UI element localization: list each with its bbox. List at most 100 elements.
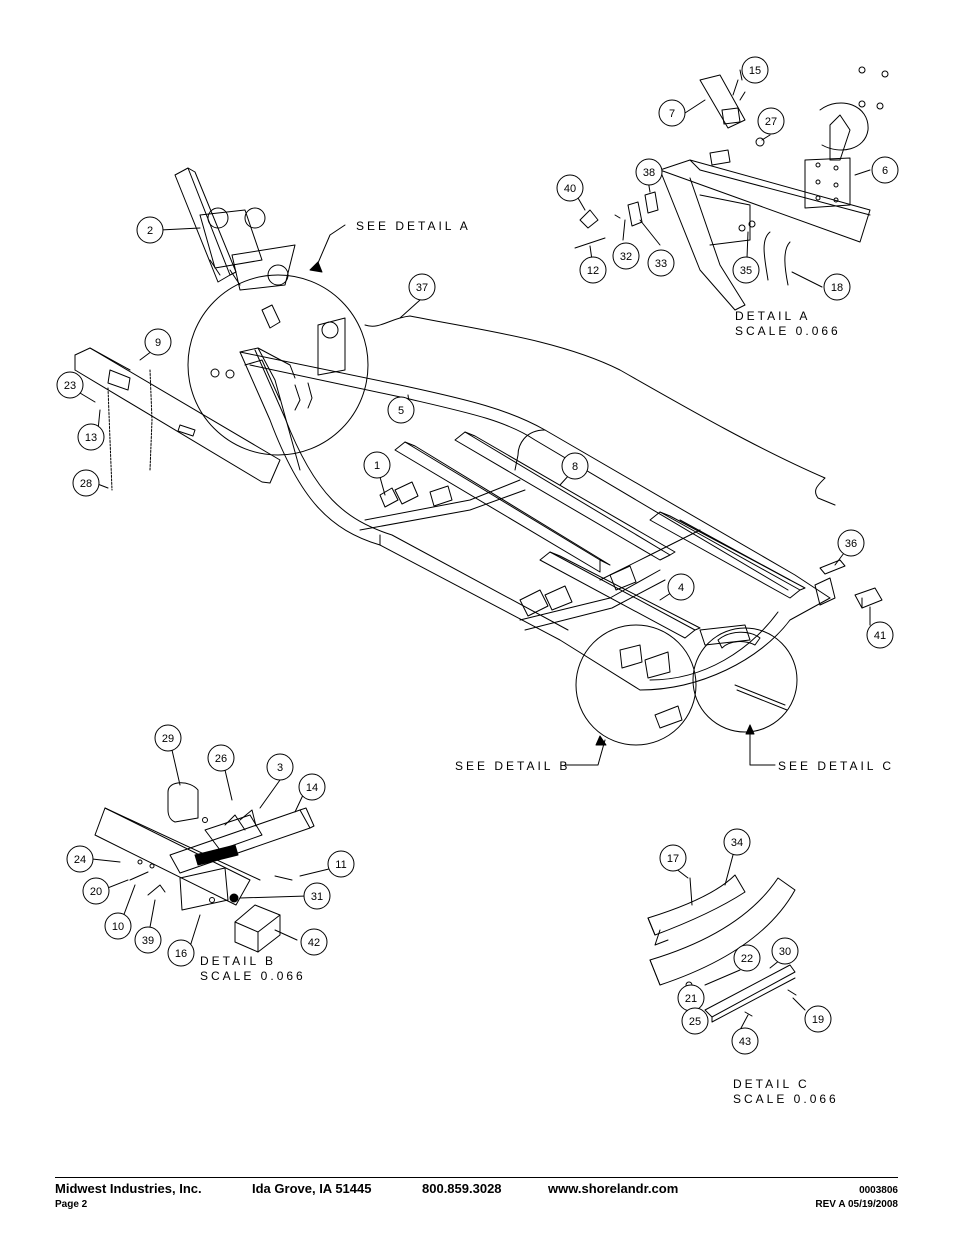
callout-number: 23 [64, 380, 76, 392]
detail-a-mini-parts [210, 304, 346, 411]
callout-35: 35 [732, 256, 760, 284]
callout-20: 20 [82, 877, 110, 905]
callout-number: 1 [374, 460, 380, 472]
callout-circle [731, 1027, 759, 1055]
callout-40: 40 [556, 174, 584, 202]
callout-circle [104, 912, 132, 940]
callout-number: 36 [845, 538, 857, 550]
callout-number: 31 [311, 891, 323, 903]
callout-number: 28 [80, 478, 92, 490]
callout-25: 25 [681, 1007, 709, 1035]
callout-32: 32 [612, 242, 640, 270]
callout-3: 3 [266, 753, 294, 781]
callout-number: 34 [731, 837, 743, 849]
callout-circle [77, 423, 105, 451]
see-detail-a-label: SEE DETAIL A [356, 219, 471, 233]
callout-4: 4 [667, 573, 695, 601]
detail-c-mini-parts [717, 631, 788, 711]
callout-16: 16 [167, 939, 195, 967]
callout-circle [72, 469, 100, 497]
callout-10: 10 [104, 912, 132, 940]
bunk-boards [394, 431, 806, 639]
callout-17: 17 [659, 844, 687, 872]
callout-circle [266, 753, 294, 781]
callout-number: 4 [678, 582, 684, 594]
callout-33: 33 [647, 249, 675, 277]
callout-31: 31 [303, 882, 331, 910]
callout-number: 18 [831, 282, 843, 294]
callout-14: 14 [298, 773, 326, 801]
callout-circle [723, 828, 751, 856]
callout-circle [659, 844, 687, 872]
callout-12: 12 [579, 256, 607, 284]
callout-6: 6 [871, 156, 899, 184]
callout-number: 16 [175, 948, 187, 960]
callout-15: 15 [741, 56, 769, 84]
callout-circle [658, 99, 686, 127]
callout-circle [66, 845, 94, 873]
detail-a-title: DETAIL A [735, 309, 810, 323]
callout-number: 12 [587, 265, 599, 277]
side-guide-rail [364, 315, 836, 506]
callout-number: 10 [112, 921, 124, 933]
callout-number: 21 [685, 993, 697, 1005]
callout-circle [82, 877, 110, 905]
callout-number: 33 [655, 258, 667, 270]
footer-phone: 800.859.3028 [422, 1181, 502, 1196]
footer-doc-number: 0003806 [859, 1185, 898, 1196]
callout-circle [866, 621, 894, 649]
callout-circle [167, 939, 195, 967]
callout-number: 14 [306, 782, 318, 794]
callout-circle [408, 273, 436, 301]
callout-7: 7 [658, 99, 686, 127]
callout-number: 25 [689, 1016, 701, 1028]
detail-a-circle [187, 274, 369, 456]
callout-number: 11 [335, 859, 346, 871]
callout-circle [56, 371, 84, 399]
callout-27: 27 [757, 107, 785, 135]
callout-21: 21 [677, 984, 705, 1012]
callout-43: 43 [731, 1027, 759, 1055]
callout-circle [303, 882, 331, 910]
detail-c-title: DETAIL C [733, 1077, 810, 1091]
footer-page: Page 2 [55, 1199, 88, 1210]
callout-number: 9 [155, 337, 161, 349]
callout-8: 8 [561, 452, 589, 480]
callout-number: 13 [85, 432, 97, 444]
callout-circle [136, 216, 164, 244]
callout-circle [612, 242, 640, 270]
detail-b-drawing [91, 749, 334, 954]
callout-circle [363, 451, 391, 479]
callout-circle [804, 1005, 832, 1033]
callout-circle [387, 396, 415, 424]
safety-chains [107, 369, 153, 491]
callout-number: 30 [779, 946, 791, 958]
callout-42: 42 [300, 928, 328, 956]
callout-1: 1 [363, 451, 391, 479]
callout-circle [579, 256, 607, 284]
callout-19: 19 [804, 1005, 832, 1033]
callout-circle [823, 273, 851, 301]
callout-circle [556, 174, 584, 202]
callout-number: 32 [620, 251, 632, 263]
callout-circle [732, 256, 760, 284]
footer-company: Midwest Industries, Inc. [55, 1181, 202, 1196]
callout-circle [327, 850, 355, 878]
detail-b-scale: SCALE 0.066 [200, 969, 306, 983]
detail-a-drawing [574, 66, 889, 311]
callout-28: 28 [72, 469, 100, 497]
callout-number: 17 [667, 853, 679, 865]
callout-23: 23 [56, 371, 84, 399]
callout-2: 2 [136, 216, 164, 244]
callout-number: 43 [739, 1036, 751, 1048]
callout-circle [134, 926, 162, 954]
callout-circle [733, 944, 761, 972]
callout-30: 30 [771, 937, 799, 965]
callout-13: 13 [77, 423, 105, 451]
light-blocks [654, 559, 883, 729]
callout-number: 37 [416, 282, 428, 294]
callout-number: 40 [564, 183, 576, 195]
callout-number: 41 [874, 630, 886, 642]
callout-9: 9 [144, 328, 172, 356]
